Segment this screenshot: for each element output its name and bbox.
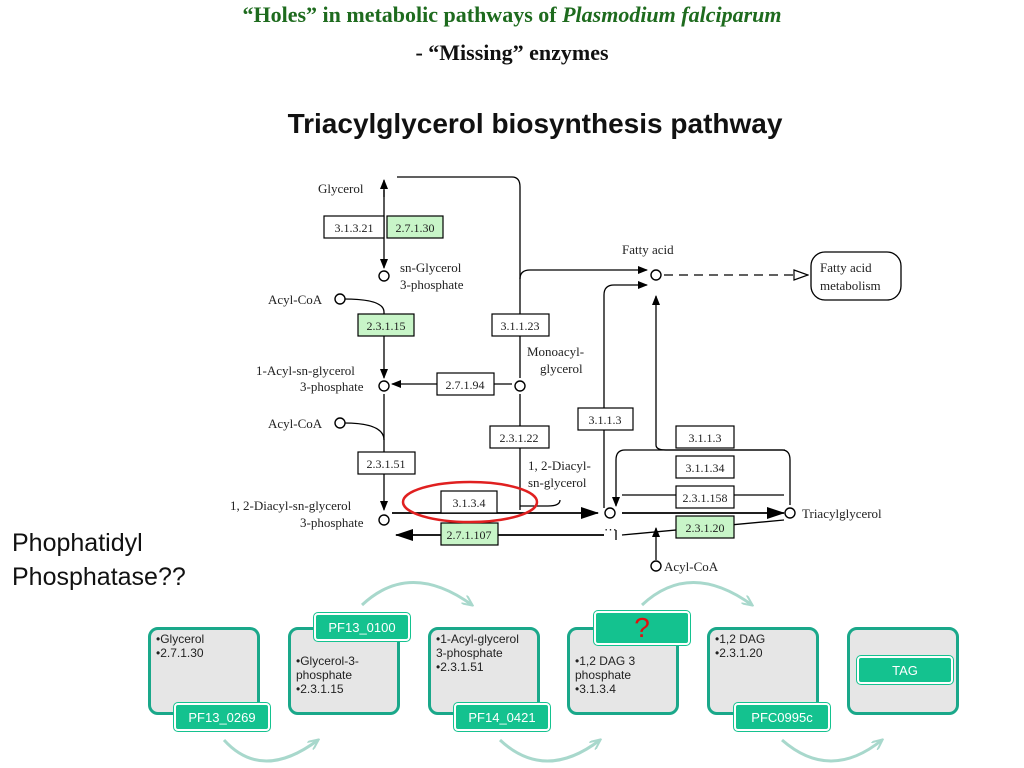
gene-tag-pf14-0421: PF14_0421 [454, 703, 550, 731]
step-4-line-1: •1,2 DAG 3 [575, 654, 636, 668]
fa-metabolism-line1: Fatty acid [820, 260, 872, 275]
node-diacyl-sn-line1: 1, 2-Diacyl-sn-glycerol [230, 498, 352, 513]
enzyme-2-7-1-94: 2.7.1.94 [446, 378, 485, 392]
enzyme-3-1-1-23: 3.1.1.23 [501, 319, 540, 333]
page-title: “Holes” in metabolic pathways of Plasmod… [0, 2, 1024, 28]
side-question-label: Phophatidyl Phosphatase?? [12, 526, 186, 594]
missing-enzyme-highlight [401, 480, 539, 524]
gene-tag-pf13-0100: PF13_0100 [314, 613, 410, 641]
step-2-line-3: •2.3.1.15 [296, 682, 344, 696]
step-5-line-2: •2.3.1.20 [715, 646, 763, 660]
missing-gene-question-mark: ? [594, 611, 690, 645]
metabolite-circles [334, 269, 796, 572]
node-glycerol: Glycerol [318, 181, 364, 196]
enzyme-2-3-1-22: 2.3.1.22 [500, 431, 539, 445]
step-1-line-1: •Glycerol [156, 632, 205, 646]
node-acylcoa-1: Acyl-CoA [268, 292, 323, 307]
step-3-line-2: 3-phosphate [436, 646, 503, 660]
enzyme-2-7-1-107: 2.7.1.107 [447, 528, 492, 542]
step-4-line-2: phosphate [575, 668, 632, 682]
enzyme-3-1-1-34: 3.1.1.34 [686, 461, 725, 475]
step-1-line-2: •2.7.1.30 [156, 646, 204, 660]
side-label-line2: Phosphatase?? [12, 563, 186, 591]
node-diacyl-sn-line2: 3-phosphate [300, 515, 364, 530]
step-card-5: •1,2 DAG •2.3.1.20 [707, 627, 819, 715]
fa-metabolism-line2: metabolism [820, 278, 881, 293]
node-diacyl-line1: 1, 2-Diacyl- [528, 458, 591, 473]
node-acyl-sn-line2: 3-phosphate [300, 379, 364, 394]
node-acyl-sn-line1: 1-Acyl-sn-glycerol [256, 363, 355, 378]
gene-tag-pf13-0269: PF13_0269 [174, 703, 270, 731]
step-card-2: •Glycerol-3- phosphate •2.3.1.15 [288, 627, 400, 715]
enzyme-3-1-1-3-a: 3.1.1.3 [589, 413, 622, 427]
step-card-1: •Glycerol •2.7.1.30 [148, 627, 260, 715]
page-title-line2: - “Missing” enzymes [415, 40, 609, 65]
enzyme-2-3-1-51: 2.3.1.51 [367, 457, 406, 471]
step-4-line-3: •3.1.3.4 [575, 682, 616, 696]
fatty-acid-metabolism-box [810, 251, 902, 301]
node-acylcoa-3: Acyl-CoA [664, 559, 719, 574]
enzyme-3-1-3-21: 3.1.3.21 [335, 221, 374, 235]
enzyme-2-3-1-158: 2.3.1.158 [683, 491, 728, 505]
enzyme-3-1-3-4: 3.1.3.4 [453, 496, 486, 510]
dots-indicator: ⋯ [604, 522, 617, 537]
gene-tag-pfc0995c: PFC0995c [734, 703, 830, 731]
node-triacylglycerol: Triacylglycerol [802, 506, 882, 521]
enzyme-2-3-1-15: 2.3.1.15 [367, 319, 406, 333]
node-fatty-acid: Fatty acid [622, 242, 674, 257]
tag-final-product: TAG [857, 656, 953, 684]
step-3-line-3: •2.3.1.51 [436, 660, 484, 674]
node-sn-g3p-line1: sn-Glycerol [400, 260, 462, 275]
step-3-line-1: •1-Acyl-glycerol [436, 632, 519, 646]
step-curved-arrows [222, 581, 882, 763]
step-card-3: •1-Acyl-glycerol 3-phosphate •2.3.1.51 [428, 627, 540, 715]
title-organism: Plasmodium falciparum [562, 2, 782, 27]
side-label-line1: Phophatidyl [12, 529, 143, 557]
enzyme-2-7-1-30: 2.7.1.30 [396, 221, 435, 235]
fatty-acid-lines [519, 266, 808, 560]
node-monoacyl-line1: Monoacyl- [527, 344, 584, 359]
enzyme-2-3-1-20: 2.3.1.20 [686, 521, 725, 535]
step-2-line-2: phosphate [296, 668, 353, 682]
enzyme-boxes [323, 215, 735, 546]
step-2-line-1: •Glycerol-3- [296, 654, 359, 668]
pathway-title: Triacylglycerol biosynthesis pathway [287, 108, 783, 139]
step-5-line-1: •1,2 DAG [715, 632, 766, 646]
node-diacyl-line2: sn-glycerol [528, 475, 587, 490]
enzyme-3-1-1-3-b: 3.1.1.3 [689, 431, 722, 445]
node-monoacyl-line2: glycerol [540, 361, 583, 376]
node-acylcoa-2: Acyl-CoA [268, 416, 323, 431]
node-sn-g3p-line2: 3-phosphate [400, 277, 464, 292]
title-prefix: “Holes” in metabolic pathways of [242, 2, 557, 27]
